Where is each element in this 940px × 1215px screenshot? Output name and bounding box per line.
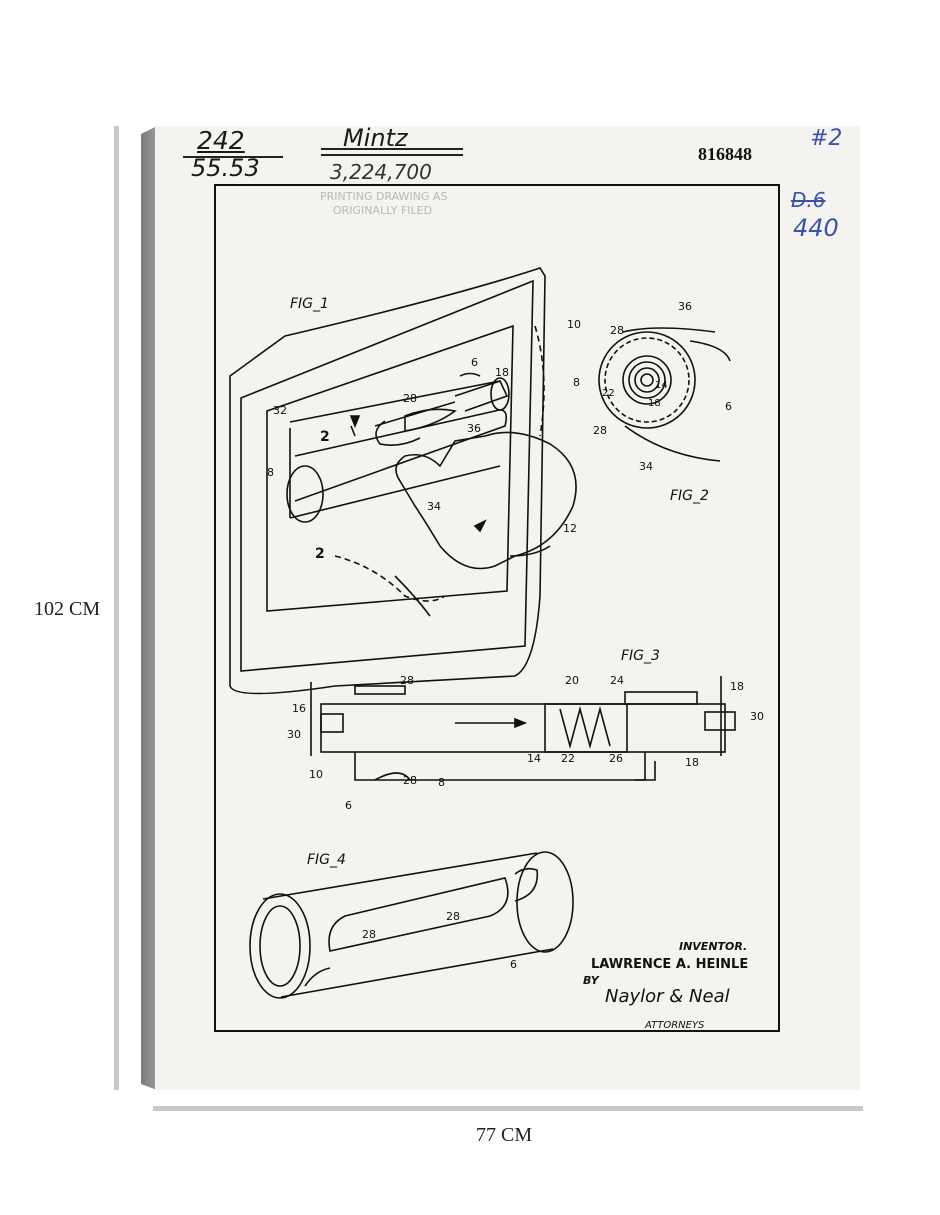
callout: 8 xyxy=(438,776,445,789)
attorneys-label: ATTORNEYS xyxy=(644,1020,705,1031)
handwritten-right-number: 440 xyxy=(793,214,839,242)
callout: 32 xyxy=(273,404,287,417)
width-label: 77 CM xyxy=(476,1124,533,1146)
callout: 6 xyxy=(471,356,478,369)
callout: 2 xyxy=(320,429,330,445)
figure-4-drawing xyxy=(249,851,574,999)
callout: 14 xyxy=(527,752,541,765)
callout: 22 xyxy=(561,752,575,765)
callout: 28 xyxy=(362,928,376,941)
figure-2-drawing xyxy=(598,327,731,462)
height-dimension-bar xyxy=(114,126,119,1090)
handwritten-number: 242 xyxy=(197,126,245,155)
callout: 8 xyxy=(267,466,274,479)
fig-3-callouts: 28 20 24 18 16 30 30 10 14 22 26 18 28 8… xyxy=(287,674,764,812)
handwritten-name: Mintz xyxy=(343,126,408,152)
callout: 24 xyxy=(610,674,624,687)
name-underline xyxy=(321,148,463,150)
inventor-name: LAWRENCE A. HEINLE xyxy=(591,957,748,972)
callout: 6 xyxy=(345,799,352,812)
callout: 10 xyxy=(567,318,581,331)
height-label: 102 CM xyxy=(34,598,101,620)
fig-2-callouts: 36 28 8 22 14 18 6 28 34 xyxy=(573,300,732,473)
inventor-label: INVENTOR. xyxy=(679,940,747,953)
callout: 6 xyxy=(510,958,517,971)
callout: 30 xyxy=(750,710,764,723)
callout: 28 xyxy=(403,392,417,405)
callout: 28 xyxy=(610,324,624,337)
serial-number: 816848 xyxy=(698,144,752,164)
callout: 26 xyxy=(609,752,623,765)
callout: 34 xyxy=(427,500,441,513)
callout: 16 xyxy=(292,702,306,715)
handwritten-sub: 55.53 xyxy=(191,154,260,182)
attorney-signature: Naylor & Neal xyxy=(605,986,730,1007)
patent-drawing: FIG_1 FIG_2 FIG_3 FIG_4 10 6 18 28 36 32… xyxy=(214,184,780,1032)
struck-annotation: D.6 xyxy=(791,188,826,212)
callout: 22 xyxy=(602,388,615,399)
corner-mark: #2 xyxy=(810,126,843,151)
callout: 28 xyxy=(400,674,414,687)
callout: 34 xyxy=(639,460,653,473)
callout: 30 xyxy=(287,728,301,741)
stamp-line-2: ORIGINALLY FILED xyxy=(332,204,433,217)
canvas-print: 242 55.53 Mintz 3,224,700 PRINTING DRAWI… xyxy=(155,126,860,1090)
fig-4-label: FIG_4 xyxy=(307,852,346,868)
callout: 6 xyxy=(725,400,732,413)
fig-1-label: FIG_1 xyxy=(290,296,329,312)
canvas-side-edge xyxy=(141,126,157,1090)
stamp-line-1: PRINTING DRAWING AS xyxy=(320,190,448,203)
callout: 28 xyxy=(593,424,607,437)
callout: 28 xyxy=(403,774,417,787)
callout: 20 xyxy=(565,674,579,687)
by-label: BY xyxy=(583,974,600,987)
fig-1-callouts: 10 6 18 28 36 32 2 8 34 2 12 xyxy=(267,318,581,562)
fig-3-label: FIG_3 xyxy=(621,648,660,664)
callout: 8 xyxy=(573,376,580,389)
sheet-border xyxy=(214,184,780,1032)
fraction-line xyxy=(183,156,283,158)
callout: 18 xyxy=(495,366,509,379)
figure-3-drawing xyxy=(310,676,736,781)
callout: 18 xyxy=(730,680,744,693)
fig-4-callouts: 28 28 6 xyxy=(362,910,517,971)
width-dimension-bar xyxy=(153,1106,863,1111)
name-underline-2 xyxy=(321,154,463,156)
callout: 14 xyxy=(655,380,668,391)
callout: 18 xyxy=(648,398,661,409)
callout: 12 xyxy=(563,522,577,535)
callout: 2 xyxy=(315,546,325,562)
callout: 36 xyxy=(678,300,692,313)
callout: 10 xyxy=(309,768,323,781)
handwritten-patent-number: 3,224,700 xyxy=(330,160,432,184)
callout: 28 xyxy=(446,910,460,923)
callout: 18 xyxy=(685,756,699,769)
fig-2-label: FIG_2 xyxy=(670,488,709,504)
figure-1-drawing xyxy=(229,267,577,695)
callout: 36 xyxy=(467,422,481,435)
